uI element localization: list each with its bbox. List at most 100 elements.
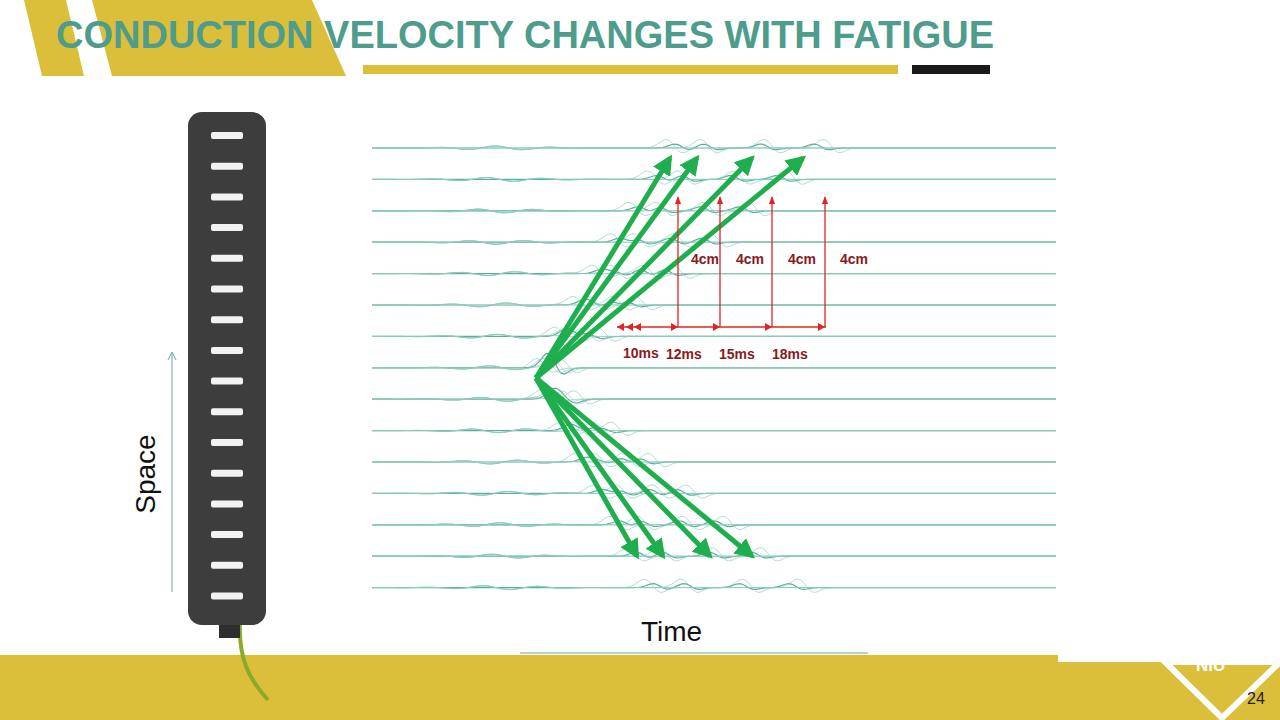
- emg-trace: [372, 424, 1056, 432]
- emg-overlay: [372, 265, 1056, 278]
- time-baseline: [617, 326, 826, 327]
- electrode-pads: [211, 132, 243, 600]
- emg-overlay: [372, 265, 1056, 278]
- emg-overlay: [372, 171, 1056, 184]
- emg-overlay: [372, 423, 1056, 436]
- emg-overlay: [372, 359, 1056, 373]
- emg-overlay: [372, 579, 1056, 592]
- time-arrowhead: [634, 323, 641, 331]
- emg-overlay: [372, 358, 1056, 373]
- emg-overlay: [372, 391, 1056, 404]
- cable: [240, 620, 268, 700]
- emg-overlay: [372, 265, 1056, 278]
- propagation-arrow: [536, 378, 752, 556]
- electrode-pad: [211, 439, 243, 446]
- emg-overlay: [372, 485, 1056, 498]
- distance-arrow: [677, 197, 678, 327]
- emg-overlay: [372, 202, 1056, 215]
- emg-overlay: [372, 359, 1056, 372]
- emg-overlay: [372, 234, 1056, 247]
- distance-label: 4cm: [691, 251, 719, 267]
- footer-band: [0, 655, 1280, 720]
- emg-overlay: [372, 234, 1056, 247]
- emg-overlay: [372, 485, 1056, 498]
- emg-trace: [372, 299, 1056, 307]
- distance-arrow: [719, 197, 720, 327]
- emg-trace: [372, 176, 1056, 182]
- distance-label: 4cm: [788, 251, 816, 267]
- emg-overlay: [372, 140, 1056, 153]
- axis-label: Space: [130, 434, 162, 513]
- electrode-pad: [211, 193, 243, 200]
- time-axis: [520, 653, 868, 654]
- electrode-pad: [211, 347, 243, 354]
- logo-text: NIU: [1196, 656, 1225, 676]
- electrode-pad: [211, 132, 243, 139]
- emg-overlay: [372, 202, 1056, 215]
- electrode-pad: [211, 378, 243, 385]
- slide-title: CONDUCTION VELOCITY CHANGES WITH FATIGUE: [56, 14, 994, 57]
- emg-trace: [372, 354, 1056, 374]
- emg-overlay: [372, 485, 1056, 498]
- electrode-pad: [211, 470, 243, 477]
- dimension-lines: [617, 197, 826, 331]
- emg-overlay: [372, 579, 1056, 592]
- page-number: 24: [1247, 690, 1265, 708]
- electrode-pad: [211, 562, 243, 569]
- electrode-pad: [211, 408, 243, 415]
- propagation-arrow: [536, 158, 803, 378]
- emg-overlay: [372, 265, 1056, 278]
- propagation-arrow: [536, 158, 752, 378]
- axis-label: Time: [641, 616, 702, 648]
- emg-overlay: [372, 579, 1056, 592]
- emg-overlay: [372, 422, 1056, 435]
- time-label: 15ms: [719, 346, 755, 362]
- space-axis: [172, 354, 173, 592]
- emg-overlay: [372, 140, 1056, 153]
- time-arrowhead: [626, 323, 633, 331]
- distance-arrow: [771, 197, 772, 327]
- emg-overlay: [372, 453, 1056, 466]
- emg-overlay: [372, 390, 1056, 405]
- distance-label: 4cm: [840, 251, 868, 267]
- emg-trace: [372, 269, 1056, 275]
- emg-overlay: [372, 454, 1056, 467]
- electrode-pad: [211, 255, 243, 262]
- emg-overlay: [372, 454, 1056, 467]
- emg-overlay: [372, 297, 1056, 310]
- electrode-array: [188, 112, 266, 625]
- emg-overlay: [372, 296, 1056, 310]
- emg-overlay: [372, 171, 1056, 184]
- emg-overlay: [372, 234, 1056, 247]
- title-underline-dark: [912, 65, 990, 74]
- propagation-arrow: [536, 158, 670, 378]
- emg-overlay: [372, 548, 1056, 561]
- electrode-pad: [211, 500, 243, 507]
- emg-overlay: [372, 453, 1056, 467]
- emg-trace: [372, 552, 1056, 558]
- electrode-pad: [211, 531, 243, 538]
- emg-trace: [372, 388, 1056, 403]
- emg-overlay: [372, 485, 1056, 498]
- emg-overlay: [372, 422, 1056, 435]
- emg-overlay: [372, 296, 1056, 309]
- emg-overlay: [372, 422, 1056, 435]
- electrode-pad: [211, 224, 243, 231]
- title-underline: [363, 65, 898, 74]
- emg-overlay: [372, 391, 1056, 405]
- emg-overlay: [372, 234, 1056, 247]
- time-arrowhead: [713, 323, 720, 331]
- emg-overlay: [372, 171, 1056, 184]
- emg-overlay: [372, 139, 1056, 152]
- time-arrowhead: [617, 323, 624, 331]
- emg-overlay: [372, 202, 1056, 215]
- emg-overlay: [372, 548, 1056, 561]
- propagation-arrow: [536, 378, 710, 556]
- emg-overlay: [372, 391, 1056, 404]
- emg-overlay: [372, 359, 1056, 373]
- electrode-pad: [211, 286, 243, 293]
- time-label: 12ms: [666, 346, 702, 362]
- electrode-pad: [211, 163, 243, 170]
- emg-trace: [372, 457, 1056, 464]
- propagation-arrows: [536, 158, 803, 556]
